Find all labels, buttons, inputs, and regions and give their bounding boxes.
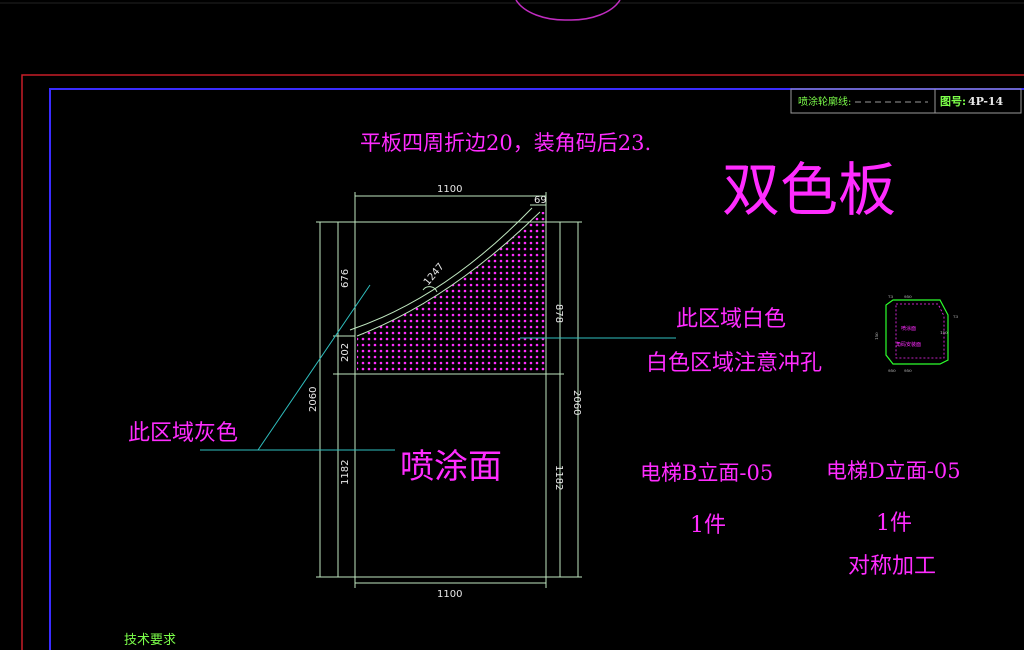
part-b-qty: 1件 — [690, 513, 726, 538]
arc-inner — [356, 211, 541, 337]
dim-left-upper: 676 — [340, 269, 351, 288]
part-b-name: 电梯B立面-05 — [640, 461, 773, 485]
mini-label-1: 喷涂面 — [901, 325, 916, 332]
viewport-arc — [515, 0, 621, 21]
part-d-name: 电梯D立面-05 — [826, 459, 961, 483]
inner-frame — [49, 88, 1024, 650]
arc-outer — [349, 207, 533, 331]
drawing-no-label: 图号: — [940, 95, 966, 108]
mini-dim-1: 950 — [904, 294, 912, 299]
outline-label: 喷涂轮廓线: — [798, 95, 851, 108]
title-block: 喷涂轮廓线: 图号: 4P-14 — [790, 88, 1022, 114]
tech-requirements: 技术要求 — [124, 633, 176, 648]
dim-bottom-width: 1100 — [437, 589, 462, 600]
radius-mark — [422, 286, 438, 293]
part-d-note: 对称加工 — [848, 554, 936, 579]
white-region-label: 此区域白色 — [676, 307, 786, 332]
dim-right-upper: 878 — [553, 304, 564, 323]
mini-dim-3: 950 — [904, 368, 912, 373]
mini-dim-6: 150 — [940, 330, 948, 335]
main-panel: 1247 — [349, 207, 547, 578]
gray-region-label: 此区域灰色 — [128, 421, 238, 446]
leader-lines — [200, 284, 676, 451]
dimension-lines — [316, 192, 582, 588]
outer-frame — [21, 74, 1024, 650]
white-note-label: 白色区域注意冲孔 — [646, 351, 822, 376]
mini-view: 喷涂面 角码安装面 950 73 950 150 73 150 950 — [874, 294, 959, 373]
drawing-title: 双色板 — [722, 156, 896, 224]
mini-dim-5: 73 — [953, 314, 959, 319]
mini-outline — [885, 299, 949, 365]
drawing-no: 4P-14 — [968, 95, 1004, 108]
dim-right-total: 2060 — [571, 390, 582, 415]
perforated-region — [357, 212, 546, 374]
dim-left-lower: 1182 — [340, 460, 351, 485]
spray-face-label: 喷涂面 — [400, 447, 502, 487]
mini-inner — [895, 303, 945, 359]
note-text: 平板四周折边20，装角码后23. — [360, 131, 651, 155]
dim-top-width: 1100 — [437, 184, 462, 195]
mini-label-2: 角码安装面 — [896, 341, 921, 348]
dim-offset: 69 — [534, 195, 547, 206]
mini-dim-4: 150 — [874, 332, 879, 340]
dim-left-small: 202 — [340, 343, 351, 362]
dim-right-lower: 1182 — [553, 465, 564, 490]
part-d-qty: 1件 — [876, 511, 912, 536]
mini-dim-7: 950 — [888, 368, 896, 373]
dim-left-total: 2060 — [308, 387, 319, 412]
mini-dim-2: 73 — [888, 294, 894, 299]
